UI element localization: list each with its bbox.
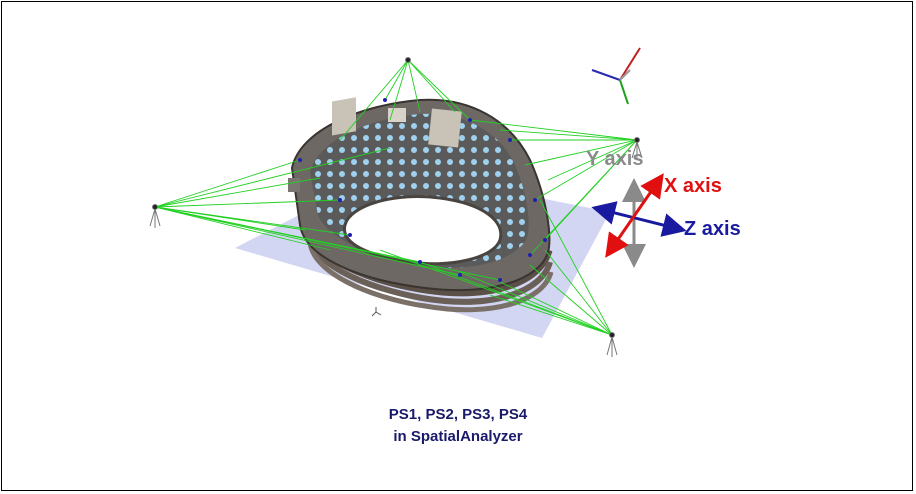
vessel-panel [288, 178, 300, 192]
vessel-panel [332, 97, 356, 136]
origin-marker-icon [371, 307, 382, 317]
caption-line-2: in SpatialAnalyzer [393, 428, 523, 445]
vessel-panel [388, 108, 406, 122]
target-points [298, 98, 547, 282]
z-axis-label: Z axis [684, 218, 741, 240]
x-axis-arrow [605, 173, 664, 258]
vessel-opening [343, 195, 503, 266]
tracker-station-ps2 [405, 57, 411, 63]
tracker-sight-lines [154, 59, 638, 336]
vessel-panel [428, 108, 462, 148]
x-axis-label: X axis [664, 175, 722, 197]
coordinate-triad-icon [591, 47, 641, 105]
z-axis-arrow [591, 201, 687, 237]
tracker-station-ps3 [631, 137, 643, 160]
caption-line-1: PS1, PS2, PS3, PS4 [388, 406, 528, 423]
y-axis-label: Y axis [586, 148, 644, 170]
tracker-station-ps4 [606, 332, 618, 357]
tracker-station-ps1 [149, 204, 161, 228]
